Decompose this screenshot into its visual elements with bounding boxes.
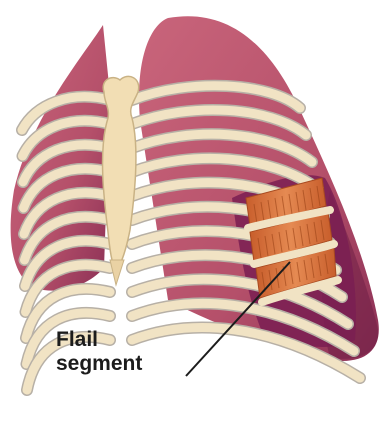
label-line-2: segment (56, 352, 142, 376)
label-line-1: Flail (56, 328, 142, 352)
flail-segment (246, 178, 338, 302)
flail-segment-label: Flail segment (56, 328, 142, 376)
